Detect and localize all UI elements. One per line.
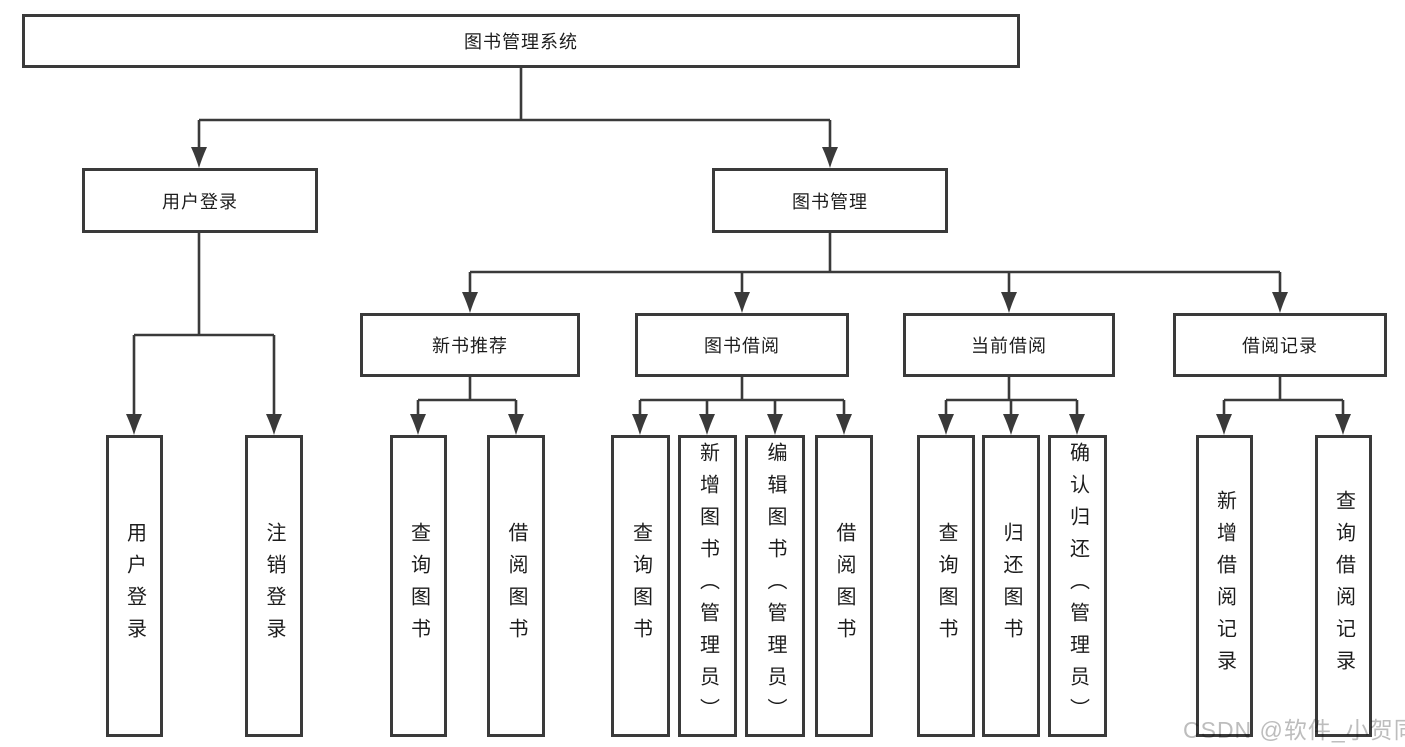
arrowhead-icon bbox=[1001, 292, 1017, 313]
node-label: 图书管理系统 bbox=[464, 32, 578, 52]
node-new-book-recommend: 新书推荐 bbox=[360, 313, 580, 377]
node-label: 图书管理 bbox=[792, 191, 868, 212]
arrowhead-icon bbox=[836, 414, 852, 435]
node-label: 借阅记录 bbox=[1242, 336, 1318, 356]
arrowhead-icon bbox=[822, 147, 838, 168]
node-label: 查询借阅记录 bbox=[1332, 490, 1355, 682]
node-label: 归还图书 bbox=[1000, 522, 1022, 650]
arrowhead-icon bbox=[191, 147, 207, 168]
leaf-query-books-current: 查询图书 bbox=[917, 435, 975, 737]
leaf-add-books-admin: 新增图书（管理员） bbox=[678, 435, 737, 737]
leaf-query-books-borrowing: 查询图书 bbox=[611, 435, 670, 737]
arrowhead-icon bbox=[1335, 414, 1351, 435]
node-library-management-system: 图书管理系统 bbox=[22, 14, 1020, 68]
leaf-logout: 注销登录 bbox=[245, 435, 303, 737]
arrowhead-icon bbox=[734, 292, 750, 313]
node-label: 查询图书 bbox=[935, 522, 957, 650]
arrowhead-icon bbox=[462, 292, 478, 313]
node-borrowing-records: 借阅记录 bbox=[1173, 313, 1387, 377]
leaf-borrow-books: 借阅图书 bbox=[815, 435, 873, 737]
arrowhead-icon bbox=[410, 414, 426, 435]
arrowhead-icon bbox=[1272, 292, 1288, 313]
node-label: 借阅图书 bbox=[833, 522, 855, 650]
leaf-edit-books-admin: 编辑图书（管理员） bbox=[745, 435, 805, 737]
arrowhead-icon bbox=[1216, 414, 1232, 435]
arrowhead-icon bbox=[126, 414, 142, 435]
node-label: 编辑图书（管理员） bbox=[764, 442, 786, 730]
node-label: 图书借阅 bbox=[704, 336, 780, 356]
node-book-management: 图书管理 bbox=[712, 168, 948, 233]
arrowhead-icon bbox=[767, 414, 783, 435]
node-label: 新书推荐 bbox=[432, 336, 508, 356]
node-label: 确认归还（管理员） bbox=[1066, 442, 1089, 730]
node-label: 新增图书（管理员） bbox=[696, 442, 719, 730]
node-label: 借阅图书 bbox=[505, 522, 527, 650]
node-label: 查询图书 bbox=[629, 522, 652, 650]
arrowhead-icon bbox=[1003, 414, 1019, 435]
node-label: 注销登录 bbox=[263, 522, 285, 650]
node-label: 用户登录 bbox=[162, 191, 238, 212]
arrowhead-icon bbox=[699, 414, 715, 435]
node-current-borrowing: 当前借阅 bbox=[903, 313, 1115, 377]
node-book-borrowing: 图书借阅 bbox=[635, 313, 849, 377]
node-user-login: 用户登录 bbox=[82, 168, 318, 233]
node-label: 用户登录 bbox=[123, 522, 146, 650]
leaf-borrow-books-recommend: 借阅图书 bbox=[487, 435, 545, 737]
leaf-confirm-return-admin: 确认归还（管理员） bbox=[1048, 435, 1107, 737]
node-label: 当前借阅 bbox=[971, 336, 1047, 356]
leaf-query-borrow-record: 查询借阅记录 bbox=[1315, 435, 1372, 737]
node-label: 新增借阅记录 bbox=[1213, 490, 1236, 682]
leaf-return-books: 归还图书 bbox=[982, 435, 1040, 737]
arrowhead-icon bbox=[1069, 414, 1085, 435]
arrowhead-icon bbox=[632, 414, 648, 435]
arrowhead-icon bbox=[508, 414, 524, 435]
csdn-watermark: CSDN @软件_小贺同学 bbox=[1183, 717, 1405, 743]
leaf-query-books-recommend: 查询图书 bbox=[390, 435, 447, 737]
arrowhead-icon bbox=[266, 414, 282, 435]
leaf-user-login: 用户登录 bbox=[106, 435, 163, 737]
arrowhead-icon bbox=[938, 414, 954, 435]
leaf-add-borrow-record: 新增借阅记录 bbox=[1196, 435, 1253, 737]
connector-grid bbox=[132, 68, 1345, 419]
node-label: 查询图书 bbox=[407, 522, 430, 650]
